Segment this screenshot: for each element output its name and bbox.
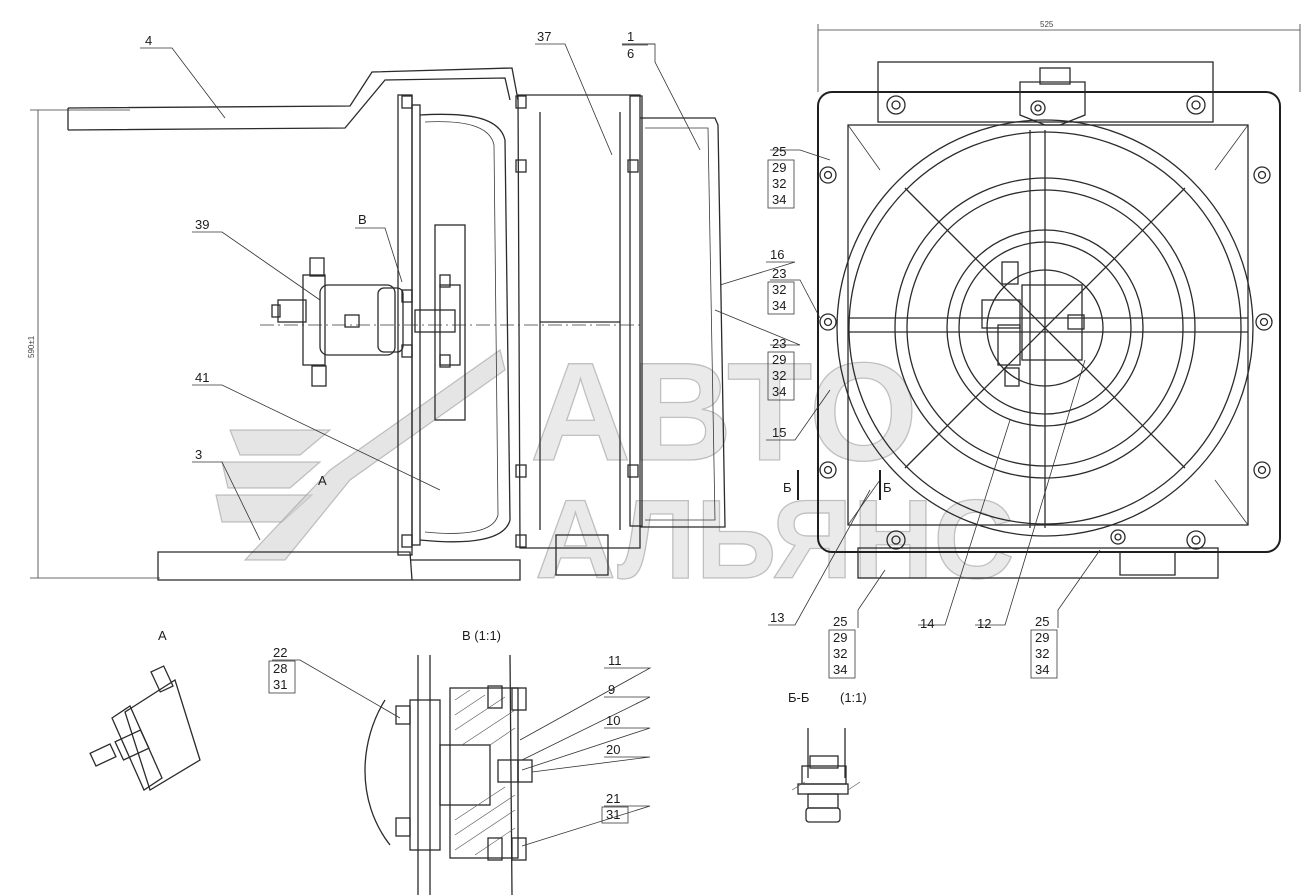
- view-v-title: В (1:1): [462, 628, 501, 643]
- svg-text:34: 34: [772, 192, 786, 207]
- callout-1: 1: [627, 29, 634, 44]
- callout-v11: 11: [608, 653, 622, 668]
- callout-13: 13: [770, 610, 784, 625]
- leader-lines: [140, 43, 1101, 847]
- svg-text:32: 32: [772, 282, 786, 297]
- callout-12: 12: [977, 616, 991, 631]
- svg-text:34: 34: [833, 662, 847, 677]
- callout-3: 3: [195, 447, 202, 462]
- view-marker-v: В: [358, 212, 367, 227]
- svg-text:34: 34: [772, 298, 786, 313]
- section-bb-scale: (1:1): [840, 690, 867, 705]
- callout-v10: 10: [606, 713, 620, 728]
- svg-text:23: 23: [772, 336, 786, 351]
- svg-text:34: 34: [1035, 662, 1049, 677]
- callout-14: 14: [920, 616, 934, 631]
- section-marker-b-right: Б: [883, 480, 892, 495]
- svg-text:34: 34: [772, 384, 786, 399]
- callout-39: 39: [195, 217, 209, 232]
- watermark: АВТО АЛЬЯНС: [215, 332, 1015, 603]
- side-view: [67, 67, 726, 581]
- watermark-line2: АЛЬЯНС: [535, 477, 1014, 602]
- dimension-width: 525: [1040, 20, 1054, 29]
- dimension-height: 590±1: [27, 335, 36, 358]
- svg-text:29: 29: [833, 630, 847, 645]
- svg-text:25: 25: [833, 614, 847, 629]
- callout-v20: 20: [606, 742, 620, 757]
- callout-15: 15: [772, 425, 786, 440]
- view-a-title: А: [158, 628, 167, 643]
- section-bb: [791, 728, 861, 823]
- callout-6: 6: [627, 46, 634, 61]
- svg-text:29: 29: [772, 352, 786, 367]
- dimension-lines: 590±1 525: [27, 20, 1301, 579]
- labels: 4 37 1 6 39 В 41 3 А 16 15 Б Б 13 14 12 …: [145, 29, 1049, 822]
- svg-text:25: 25: [772, 144, 786, 159]
- svg-text:32: 32: [833, 646, 847, 661]
- front-view: [797, 61, 1281, 579]
- callout-4: 4: [145, 33, 152, 48]
- svg-text:23: 23: [772, 266, 786, 281]
- svg-text:32: 32: [772, 368, 786, 383]
- svg-text:31: 31: [606, 807, 620, 822]
- section-bb-title: Б-Б: [788, 690, 809, 705]
- callout-37: 37: [537, 29, 551, 44]
- svg-text:22: 22: [273, 645, 287, 660]
- section-marker-b-left: Б: [783, 480, 792, 495]
- svg-text:31: 31: [273, 677, 287, 692]
- callout-v9: 9: [608, 682, 615, 697]
- svg-text:28: 28: [273, 661, 287, 676]
- detail-a: [89, 665, 201, 791]
- callout-41: 41: [195, 370, 209, 385]
- svg-text:32: 32: [1035, 646, 1049, 661]
- svg-text:29: 29: [772, 160, 786, 175]
- svg-text:29: 29: [1035, 630, 1049, 645]
- arrow-a-label: А: [318, 473, 327, 488]
- stack-separators: [268, 44, 1058, 824]
- detail-v: [364, 654, 533, 896]
- svg-text:25: 25: [1035, 614, 1049, 629]
- svg-text:21: 21: [606, 791, 620, 806]
- callout-16: 16: [770, 247, 784, 262]
- svg-text:32: 32: [772, 176, 786, 191]
